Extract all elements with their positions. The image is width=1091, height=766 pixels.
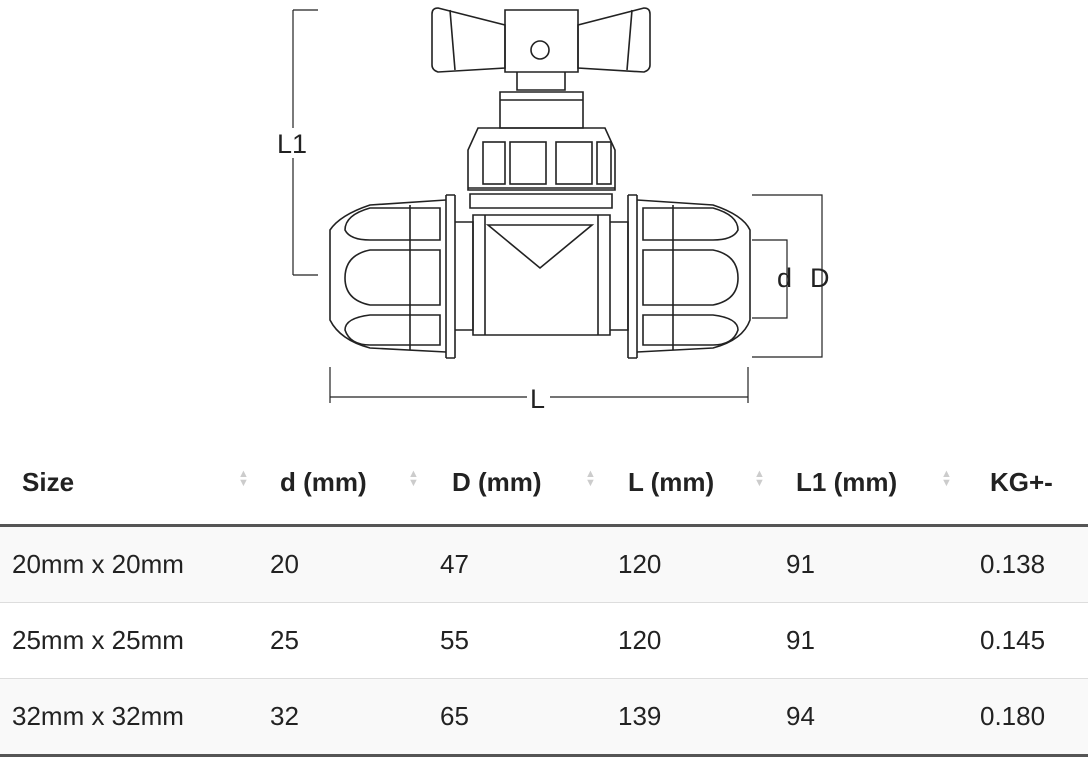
cell-kg: 0.145 (966, 602, 1088, 679)
cell-D: 65 (432, 678, 610, 757)
cell-L1: 91 (778, 525, 966, 603)
col-header-L[interactable]: L (mm) ▲▼ (610, 440, 778, 527)
cell-kg: 0.138 (966, 525, 1088, 603)
spec-table: Size ▲▼ d (mm) ▲▼ D (mm) ▲▼ L (mm) ▲▼ L1 (mm… (0, 440, 1088, 757)
col-header-L1[interactable]: L1 (mm) ▲▼ (778, 440, 966, 527)
hole-icon (530, 40, 550, 60)
body (455, 214, 629, 336)
right-coupling (627, 194, 751, 359)
cell-L: 139 (610, 678, 778, 757)
bonnet (499, 72, 584, 129)
header-label: L1 (mm) (796, 466, 898, 497)
cell-L1: 91 (778, 602, 966, 679)
cell-D: 47 (432, 525, 610, 603)
cell-kg: 0.180 (966, 678, 1088, 757)
handle (431, 7, 651, 73)
left-coupling (329, 194, 456, 359)
label-d: d (777, 263, 792, 293)
sort-icon[interactable]: ▲▼ (754, 468, 765, 489)
dimension-lines (292, 9, 823, 403)
sort-icon[interactable]: ▲▼ (408, 468, 419, 489)
table-row: 20mm x 20mm 20 47 120 91 0.138 (0, 525, 1088, 603)
valve-technical-drawing: L1 L d D (277, 7, 830, 414)
col-header-size[interactable]: Size ▲▼ (0, 440, 262, 527)
table-row: 25mm x 25mm 25 55 120 91 0.145 (0, 602, 1088, 679)
cell-d: 20 (262, 525, 432, 603)
label-L: L (530, 384, 545, 414)
col-header-D[interactable]: D (mm) ▲▼ (432, 440, 610, 527)
cell-D: 55 (432, 602, 610, 679)
header-label: d (mm) (280, 466, 367, 497)
label-L1: L1 (277, 129, 307, 159)
header-label: D (mm) (452, 466, 542, 497)
cell-d: 32 (262, 678, 432, 757)
cell-d: 25 (262, 602, 432, 679)
header-label: KG+- (990, 466, 1053, 497)
sort-icon[interactable]: ▲▼ (238, 468, 249, 489)
nut (467, 127, 616, 209)
col-header-d[interactable]: d (mm) ▲▼ (262, 440, 432, 527)
label-D: D (810, 263, 830, 293)
cell-L1: 94 (778, 678, 966, 757)
header-label: L (mm) (628, 466, 715, 497)
cell-L: 120 (610, 525, 778, 603)
header-label: Size (22, 466, 75, 497)
sort-icon[interactable]: ▲▼ (941, 468, 952, 489)
sort-icon[interactable]: ▲▼ (585, 468, 596, 489)
table-row: 32mm x 32mm 32 65 139 94 0.180 (0, 678, 1088, 757)
cell-size: 32mm x 32mm (0, 678, 262, 757)
col-header-kg[interactable]: KG+- (966, 440, 1088, 527)
cell-L: 120 (610, 602, 778, 679)
cell-size: 25mm x 25mm (0, 602, 262, 679)
table-header-row: Size ▲▼ d (mm) ▲▼ D (mm) ▲▼ L (mm) ▲▼ L1 (mm… (0, 440, 1088, 527)
cell-size: 20mm x 20mm (0, 525, 262, 603)
